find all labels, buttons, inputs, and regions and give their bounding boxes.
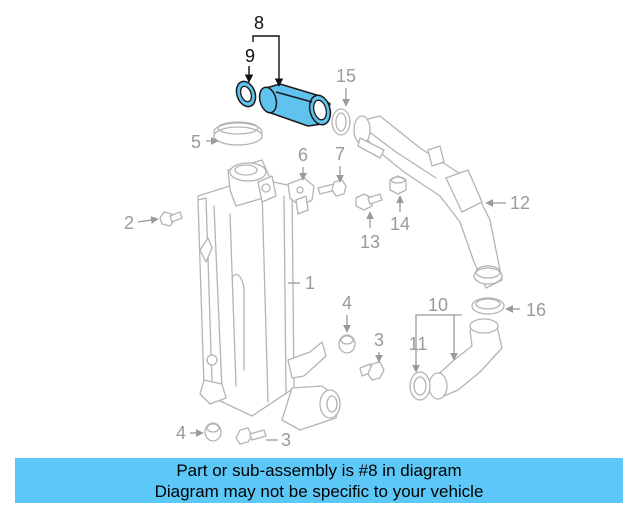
callout-14: 14 <box>390 214 410 234</box>
callout-8: 8 <box>254 13 264 33</box>
callout-15: 15 <box>336 66 356 86</box>
callout-labels: 8 9 15 5 6 7 12 2 13 14 1 10 16 4 3 11 4… <box>124 13 546 450</box>
callout-13: 13 <box>360 232 380 252</box>
clamp-11 <box>409 371 431 401</box>
banner-line-2: Diagram may not be specific to your vehi… <box>154 481 484 501</box>
callout-16: 16 <box>526 300 546 320</box>
callout-1: 1 <box>305 273 315 293</box>
grommet-4-upper <box>338 334 356 354</box>
callout-7: 7 <box>335 144 345 164</box>
callout-9: 9 <box>245 46 255 66</box>
clamp-16 <box>471 297 505 315</box>
nut-14 <box>389 175 407 195</box>
callout-4-upper: 4 <box>342 293 352 313</box>
bolt-7 <box>317 179 347 197</box>
hose-8-highlighted <box>258 83 332 127</box>
callout-11: 11 <box>409 334 428 354</box>
callout-10: 10 <box>428 295 448 315</box>
callout-2: 2 <box>124 213 134 233</box>
intercooler <box>197 159 341 431</box>
parts-diagram: 8 9 15 5 6 7 12 2 13 14 1 10 16 4 3 11 4… <box>124 13 546 450</box>
banner-line-1: Part or sub-assembly is #8 in diagram <box>176 460 462 480</box>
callout-4-lower: 4 <box>176 423 186 443</box>
bolt-13 <box>355 193 383 211</box>
leader-lines <box>137 35 520 441</box>
part-info-banner: Part or sub-assembly is #8 in diagram Di… <box>15 458 623 503</box>
bolt-3-lower <box>235 427 267 445</box>
gasket-ring <box>213 121 263 146</box>
clamp-9-highlighted <box>235 80 257 108</box>
callout-6: 6 <box>298 145 308 165</box>
callout-5: 5 <box>191 132 201 152</box>
hose-10 <box>428 318 503 400</box>
callout-3-lower: 3 <box>281 430 291 450</box>
sensor <box>287 177 315 215</box>
callout-12: 12 <box>510 193 530 213</box>
clamp-15 <box>331 108 351 136</box>
bolt-3-upper <box>359 361 385 381</box>
bolt-left <box>159 211 183 227</box>
grommet-4-lower <box>204 422 222 442</box>
callout-3-upper: 3 <box>374 330 384 350</box>
air-duct-pipe <box>353 115 503 289</box>
